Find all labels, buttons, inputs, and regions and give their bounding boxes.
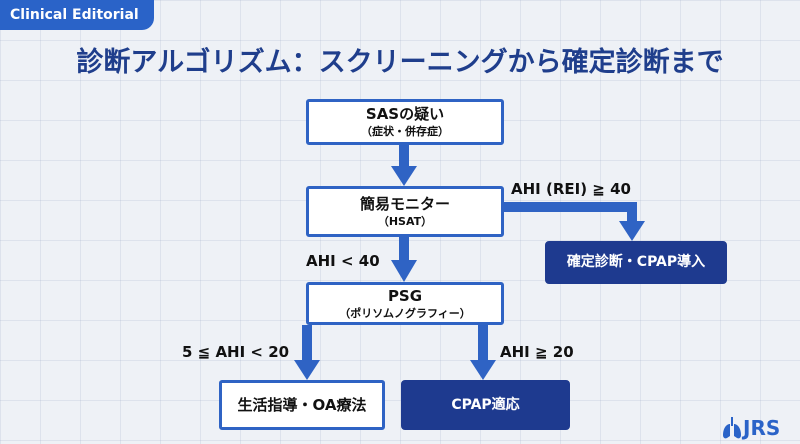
page-title: 診断アルゴリズム：スクリーニングから確定診断まで — [76, 47, 724, 78]
edge-label-hsat-to-confirm: AHI (REI) ≧ 40 — [511, 180, 631, 198]
node-lifestyle: 生活指導・OA療法 — [219, 380, 385, 430]
node-suspicion-subtitle: （症状・併存症） — [361, 125, 449, 138]
edge-label-hsat-to-psg: AHI < 40 — [306, 252, 380, 270]
node-hsat-title: 簡易モニター — [359, 194, 450, 213]
clinical-editorial-badge: Clinical Editorial — [0, 0, 154, 30]
arrow-suspicion-to-hsat — [391, 145, 417, 186]
node-suspicion-title: SASの疑い — [365, 105, 445, 123]
edge-label-psg-to-lifestyle: 5 ≦ AHI < 20 — [182, 343, 290, 361]
arrow-psg-to-lifestyle — [294, 325, 320, 380]
node-cpap-title: CPAP適応 — [451, 396, 520, 413]
node-confirm-cpap-title: 確定診断・CPAP導入 — [566, 254, 706, 270]
arrow-hsat-to-psg — [391, 237, 417, 282]
arrow-hsat-to-confirm — [503, 202, 645, 241]
node-lifestyle-title: 生活指導・OA療法 — [237, 395, 367, 414]
node-suspicion: SASの疑い （症状・併存症） — [306, 99, 504, 145]
node-hsat: 簡易モニター （HSAT） — [306, 186, 504, 237]
jrs-logo: JRS — [743, 416, 781, 440]
node-cpap: CPAP適応 — [401, 380, 570, 430]
node-confirm-cpap: 確定診断・CPAP導入 — [545, 241, 727, 284]
node-psg: PSG （ポリソムノグラフィー） — [306, 282, 504, 325]
lungs-icon — [723, 417, 741, 439]
node-hsat-subtitle: （HSAT） — [377, 214, 433, 228]
edge-label-psg-to-cpap: AHI ≧ 20 — [500, 343, 574, 361]
node-psg-title: PSG — [387, 286, 423, 305]
node-psg-subtitle: （ポリソムノグラフィー） — [339, 306, 471, 320]
arrow-psg-to-cpap — [470, 325, 496, 380]
